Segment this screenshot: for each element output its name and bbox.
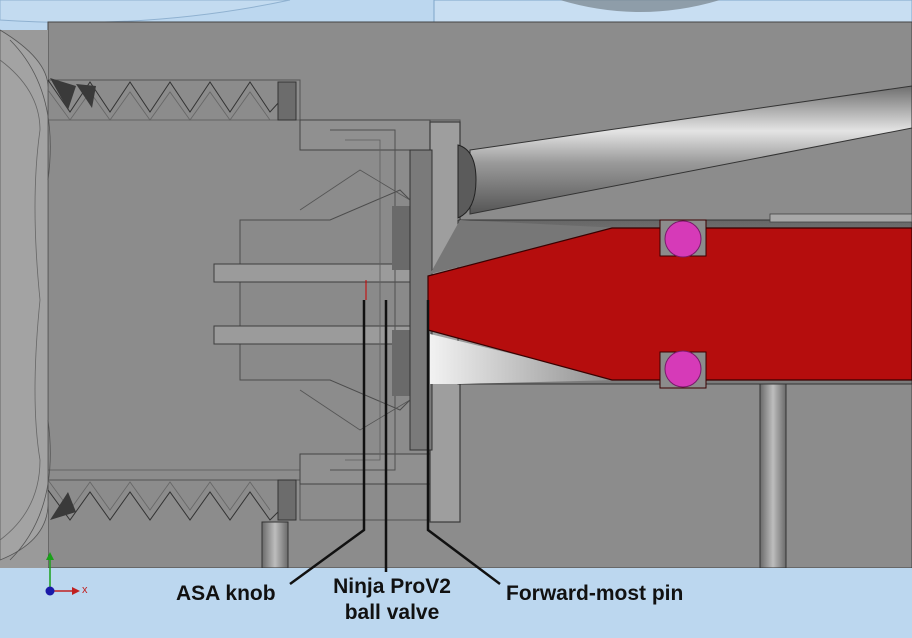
oring-top bbox=[664, 220, 702, 258]
axis-triad bbox=[45, 552, 80, 596]
label-ball-valve-line1: Ninja ProV2 bbox=[333, 575, 451, 598]
label-forward-pin: Forward-most pin bbox=[506, 582, 684, 605]
leader-forward-pin bbox=[426, 300, 501, 585]
axis-x-label: x bbox=[82, 584, 88, 596]
label-ball-valve-line2: ball valve bbox=[344, 601, 440, 624]
oring-bottom bbox=[664, 350, 702, 388]
label-ball-valve: Ninja ProV2 ball valve bbox=[322, 574, 462, 626]
leader-asa-knob bbox=[289, 300, 366, 586]
label-asa-knob: ASA knob bbox=[176, 582, 276, 605]
